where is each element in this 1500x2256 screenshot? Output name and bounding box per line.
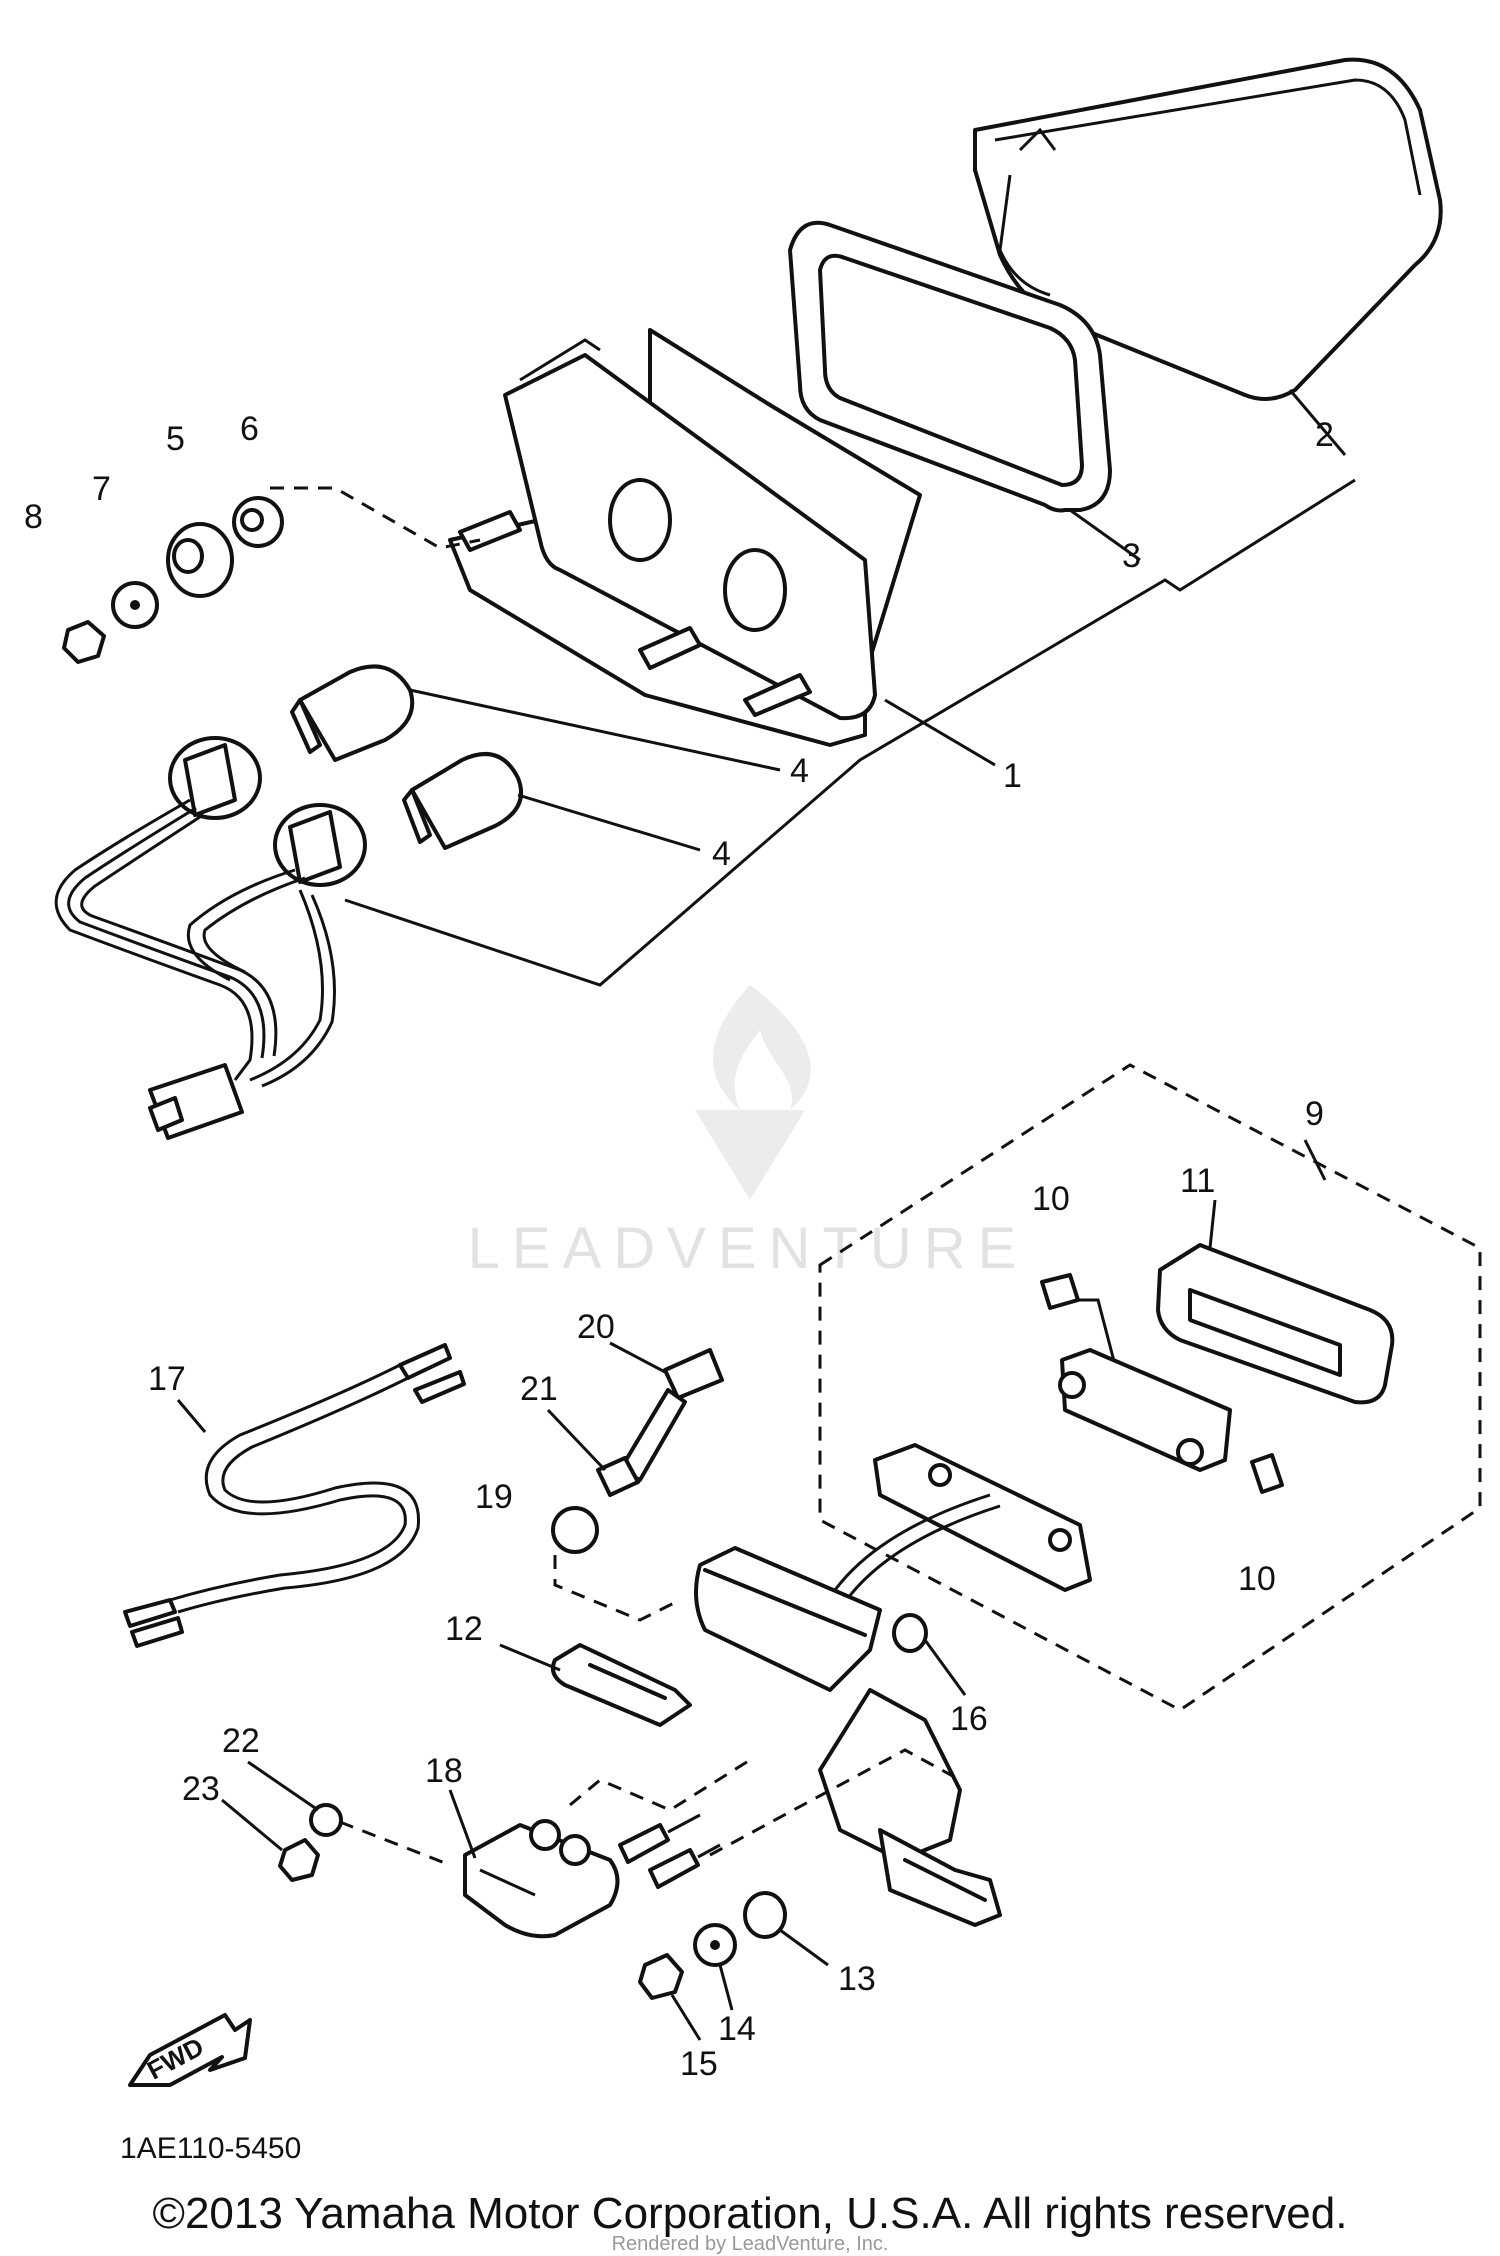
callout-labels: 1 2 3 4 4 5 6 7 8 9 10 10 11 12 13 14 15… [24, 410, 1334, 2083]
leader-10a [1075, 1298, 1117, 1366]
callout-5: 5 [166, 420, 185, 458]
callout-13: 13 [838, 1960, 876, 1998]
diagram-code: 1AE110-5450 [120, 2132, 301, 2165]
part-19-collar [551, 1506, 599, 1554]
part-8-nut [62, 620, 106, 664]
flame-logo-icon [713, 985, 811, 1110]
callout-6: 6 [240, 410, 259, 448]
leader-14 [718, 1964, 734, 2011]
part-22-washer [309, 1803, 343, 1837]
callout-18: 18 [425, 1752, 463, 1790]
fastener-dash-line [270, 486, 481, 550]
leader-21 [546, 1408, 607, 1472]
leadventure-watermark: LEADVENTURE [468, 985, 1029, 1281]
callout-17: 17 [148, 1360, 186, 1398]
light-base-plate [1058, 1348, 1232, 1472]
part-9-assembly-outline [818, 1063, 1482, 1712]
callout-21: 21 [520, 1370, 558, 1408]
leader-20 [609, 1341, 666, 1374]
fwd-arrow-icon: FWD [128, 2013, 252, 2087]
callout-2: 2 [1315, 416, 1334, 454]
wire-tube [833, 1493, 991, 1591]
part-1-housing [448, 328, 922, 747]
part-13-grommet [743, 1891, 787, 1939]
part-5-grommet [166, 522, 234, 598]
callout-11: 11 [1180, 1162, 1215, 1200]
part-10-bulb-lower [1250, 1453, 1284, 1494]
callout-4a: 4 [790, 752, 809, 790]
v-logo-icon [695, 1110, 805, 1200]
part-18-light-housing [463, 1819, 620, 1939]
socket-wiring-harness [54, 736, 367, 1140]
part-12-bracket [551, 1443, 1092, 1927]
callout-14: 14 [718, 2010, 756, 2048]
callout-10a: 10 [1032, 1180, 1070, 1218]
leader-3 [1069, 508, 1141, 562]
callout-7: 7 [92, 470, 111, 508]
part-10-bulb-upper [1040, 1273, 1080, 1310]
watermark-credit: Rendered by LeadVenture, Inc. [612, 2233, 889, 2255]
callout-1: 1 [1003, 757, 1022, 795]
part-6-collar [232, 496, 284, 548]
leader-22 [247, 1760, 319, 1812]
part-7-washer [111, 581, 159, 629]
part-14-washer [693, 1923, 737, 1967]
part-20-bolt [618, 1348, 724, 1482]
leader-13 [779, 1928, 829, 1967]
bracket-connectors [618, 1813, 721, 1889]
part-16-grommet [892, 1613, 928, 1653]
callout-15: 15 [680, 2045, 718, 2083]
copyright-notice: ©2013 Yamaha Motor Corporation, U.S.A. A… [153, 2189, 1348, 2238]
part-4-bulb-upper [290, 664, 415, 762]
callout-22: 22 [222, 1722, 260, 1760]
callout-4b: 4 [712, 835, 731, 873]
leader-18 [448, 1789, 477, 1859]
part-11-light-lens [1156, 1243, 1395, 1405]
mount-dash-line [709, 1748, 961, 1857]
callout-10b: 10 [1238, 1560, 1276, 1598]
leader-4b [517, 793, 701, 852]
leader-16 [923, 1639, 967, 1696]
part-23-nut [278, 1838, 320, 1882]
leader-11 [1208, 1199, 1217, 1249]
callout-3: 3 [1122, 537, 1141, 575]
leader-1 [884, 698, 996, 767]
callout-8: 8 [24, 498, 43, 536]
bolt-dash-line [553, 1555, 681, 1622]
callout-20: 20 [577, 1308, 615, 1346]
callout-9: 9 [1305, 1095, 1324, 1133]
part-4-bulb-lower [402, 752, 524, 850]
leader-15 [670, 1994, 702, 2041]
leader-12 [499, 1643, 561, 1672]
nut-dash-line [339, 1820, 451, 1867]
leader-9 [1303, 1139, 1327, 1181]
leader-4a [409, 688, 781, 772]
part-15-nut [638, 1953, 684, 2000]
wire-tube-2 [846, 1504, 1001, 1599]
part-21-washer [596, 1456, 640, 1497]
callout-12: 12 [445, 1610, 483, 1648]
connector-dash-line [569, 1758, 751, 1812]
callout-16: 16 [950, 1700, 988, 1738]
leader-23 [221, 1798, 283, 1852]
watermark-brand: LEADVENTURE [468, 1216, 1029, 1281]
bracket-line-upper [344, 478, 1356, 987]
part-17-wire-lead [123, 1343, 466, 1648]
part-3-gasket [788, 220, 1112, 513]
callout-19: 19 [475, 1478, 513, 1516]
leader-2 [1288, 389, 1347, 456]
callout-23: 23 [182, 1770, 220, 1808]
leader-17 [176, 1399, 207, 1433]
